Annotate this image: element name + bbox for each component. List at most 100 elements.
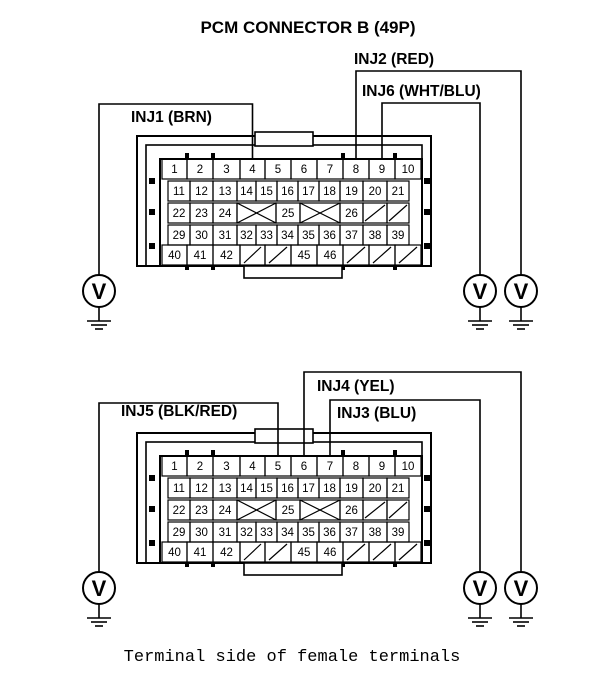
connector-key — [185, 562, 189, 567]
connector-key — [424, 540, 430, 546]
wire-label-inj6: INJ6 (WHT/BLU) — [362, 83, 481, 100]
terminal-label: 36 — [323, 527, 336, 539]
wire-inj1 — [98, 103, 254, 275]
terminal-label: 24 — [219, 505, 232, 517]
terminal-label: 1 — [171, 461, 177, 473]
wire-label-inj2: INJ2 (RED) — [354, 51, 434, 68]
blank-slash — [398, 543, 418, 561]
connector-key — [393, 265, 397, 270]
voltmeter-symbol: V — [92, 576, 107, 601]
terminal-label: 23 — [195, 505, 208, 517]
terminal-label: 2 — [197, 164, 203, 176]
terminal-label: 21 — [392, 483, 405, 495]
diagram-title: PCM CONNECTOR B (49P) — [200, 18, 415, 37]
terminal-label: 37 — [345, 230, 358, 242]
connector-key — [185, 153, 189, 158]
terminal-label: 30 — [195, 527, 208, 539]
connector-key — [341, 562, 345, 567]
blank-slash — [388, 204, 408, 222]
terminal-label: 32 — [240, 527, 253, 539]
terminal-label: 10 — [402, 164, 415, 176]
terminal-label: 41 — [194, 547, 207, 559]
connector-key — [185, 450, 189, 455]
terminal-label: 19 — [345, 186, 358, 198]
connector-base-tab — [243, 265, 343, 279]
terminal-label: 11 — [173, 186, 185, 198]
diagram-caption: Terminal side of female terminals — [124, 648, 461, 667]
terminal-label: 29 — [173, 230, 186, 242]
connector-key — [149, 506, 155, 512]
wire-inj3 — [329, 399, 481, 572]
terminal-label: 31 — [219, 230, 232, 242]
terminal-label: 1 — [171, 164, 177, 176]
terminal-label: 33 — [260, 230, 273, 242]
connector-lock-tab — [254, 131, 314, 147]
terminal-label: 25 — [282, 505, 295, 517]
connector-key — [341, 265, 345, 270]
terminal-label: 46 — [324, 547, 337, 559]
terminal-label: 22 — [173, 505, 186, 517]
wire-label-inj3: INJ3 (BLU) — [337, 405, 416, 422]
connector-key — [149, 475, 155, 481]
terminal-cell — [394, 455, 422, 477]
blank-slash — [243, 543, 262, 561]
blank-slash — [398, 246, 418, 264]
wire-label-inj4: INJ4 (YEL) — [317, 378, 395, 395]
terminal-label: 20 — [369, 483, 382, 495]
voltmeter-symbol: V — [473, 576, 488, 601]
connector-key — [393, 153, 397, 158]
terminal-label: 8 — [353, 164, 359, 176]
wire-label-inj5: INJ5 (BLK/RED) — [121, 403, 237, 420]
terminal-label: 6 — [301, 164, 307, 176]
connector-key — [424, 178, 430, 184]
blank-cross — [299, 499, 341, 521]
terminal-label: 11 — [173, 483, 185, 495]
terminal-label: 37 — [345, 527, 358, 539]
terminal-label: 29 — [173, 527, 186, 539]
terminal-label: 39 — [392, 527, 405, 539]
terminal-label: 40 — [168, 250, 181, 262]
terminal-label: 45 — [298, 250, 311, 262]
blank-cross — [236, 499, 277, 521]
voltmeter-symbol: V — [473, 279, 488, 304]
terminal-label: 16 — [281, 483, 294, 495]
terminal-label: 22 — [173, 208, 186, 220]
connector-key — [211, 562, 215, 567]
voltmeter-symbol: V — [514, 279, 529, 304]
terminal-label: 4 — [249, 461, 256, 473]
terminal-cell — [386, 499, 410, 521]
terminal-label: 12 — [195, 186, 208, 198]
terminal-label: 3 — [223, 461, 229, 473]
terminal-label: 20 — [369, 186, 382, 198]
terminal-label: 6 — [301, 461, 307, 473]
terminal-label: 39 — [392, 230, 405, 242]
connector-key — [211, 450, 215, 455]
connector-key — [211, 265, 215, 270]
terminal-label: 30 — [195, 230, 208, 242]
terminal-label: 32 — [240, 230, 253, 242]
terminal-cell — [386, 477, 410, 499]
blank-slash — [346, 246, 366, 264]
terminal-label: 5 — [275, 461, 281, 473]
terminal-label: 12 — [195, 483, 208, 495]
terminal-label: 21 — [392, 186, 405, 198]
terminal-label: 19 — [345, 483, 358, 495]
voltmeter-symbol: V — [92, 279, 107, 304]
terminal-label: 13 — [219, 186, 232, 198]
terminal-label: 18 — [323, 483, 336, 495]
connector-key — [341, 153, 345, 158]
connector-key — [393, 562, 397, 567]
terminal-label: 5 — [275, 164, 281, 176]
terminal-label: 36 — [323, 230, 336, 242]
terminal-label: 40 — [168, 547, 181, 559]
terminal-label: 14 — [240, 186, 253, 198]
terminal-label: 35 — [302, 230, 315, 242]
blank-slash — [364, 204, 386, 222]
blank-cross — [236, 202, 277, 224]
terminal-cell — [386, 202, 410, 224]
terminal-label: 45 — [298, 547, 311, 559]
connector-key — [211, 153, 215, 158]
terminal-label: 15 — [260, 483, 273, 495]
